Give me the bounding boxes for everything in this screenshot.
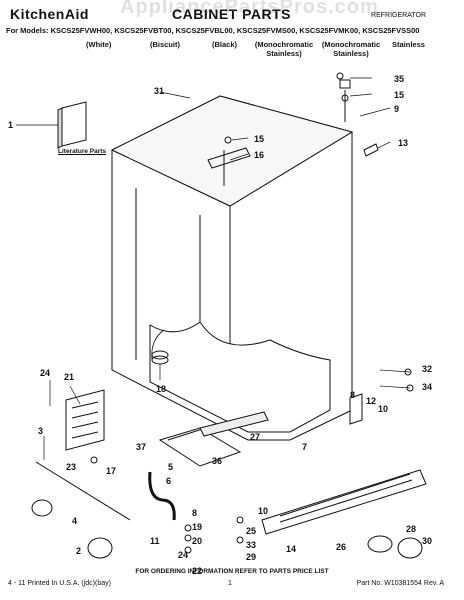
variant-label: (Biscuit)	[150, 40, 180, 49]
callout-16: 16	[254, 150, 265, 160]
screw	[341, 94, 349, 102]
callout-17: 17	[106, 466, 117, 476]
drain-tube	[148, 471, 176, 521]
callout-8: 8	[350, 390, 356, 400]
callout-27: 27	[250, 432, 261, 442]
callout-29: 29	[246, 552, 257, 562]
product-type: REFRIGERATOR	[371, 12, 426, 19]
screw	[90, 456, 98, 464]
page-number: 1	[228, 580, 232, 587]
models-line: For Models: KSCS25FVWH00, KSCS25FVBT00, …	[6, 26, 420, 35]
bottom-hinge	[31, 499, 113, 559]
callout-1: 1	[8, 120, 14, 130]
screw	[184, 546, 192, 554]
callout-11: 11	[150, 536, 160, 546]
callout-15: 15	[254, 134, 265, 144]
level-rod	[35, 461, 131, 521]
callout-32: 32	[422, 364, 433, 374]
screw	[336, 72, 344, 80]
callout-28: 28	[406, 524, 417, 534]
callout-10: 10	[258, 506, 269, 516]
callout-5: 5	[168, 462, 174, 472]
callout-20: 20	[192, 536, 203, 546]
callout-31: 31	[154, 86, 165, 96]
print-info: 4 - 11 Printed In U.S.A. (jdc)(bay)	[8, 580, 111, 587]
callout-23: 23	[66, 462, 77, 472]
toe-grille	[261, 469, 427, 535]
part-number: Part No. W10381554 Rev. A	[356, 580, 444, 587]
callout-24: 24	[40, 368, 51, 378]
screw	[236, 536, 244, 544]
callout-14: 14	[286, 544, 297, 554]
callout-21: 21	[64, 372, 75, 382]
callout-22: 22	[192, 566, 203, 576]
side-bracket	[349, 393, 363, 425]
literature-parts-booklet	[57, 101, 87, 149]
variant-label: (Black)	[212, 40, 238, 49]
callout-7: 7	[302, 442, 308, 452]
callout-36: 36	[212, 456, 223, 466]
callout-26: 26	[336, 542, 347, 552]
watermark: AppliancePartsPros.com	[120, 0, 379, 18]
callout-35: 35	[394, 74, 405, 84]
callout-25: 25	[246, 526, 257, 536]
screw	[184, 534, 192, 542]
screw	[224, 136, 232, 144]
callout-8: 8	[192, 508, 198, 518]
callout-37: 37	[136, 442, 147, 452]
callout-4: 4	[72, 516, 78, 526]
callout-33: 33	[246, 540, 257, 550]
callout-3: 3	[38, 426, 44, 436]
variant-label: (Monochromatic Stainless)	[254, 40, 314, 58]
callout-34: 34	[422, 382, 433, 392]
variant-label: Stainless	[392, 40, 425, 49]
callout-15: 15	[394, 90, 405, 100]
callout-10: 10	[378, 404, 389, 414]
brand-title: KitchenAid	[10, 6, 89, 22]
screw	[184, 524, 192, 532]
screw	[236, 516, 244, 524]
callout-9: 9	[394, 104, 400, 114]
callout-6: 6	[166, 476, 172, 486]
callout-12: 12	[366, 396, 377, 406]
callout-2: 2	[76, 546, 82, 556]
page-title: CABINET PARTS	[172, 6, 292, 22]
callout-18: 18	[156, 384, 167, 394]
hinge-cap	[363, 143, 379, 157]
top-bracket	[207, 147, 251, 186]
callout-24: 24	[178, 550, 189, 560]
variant-label: (White)	[86, 40, 112, 49]
callout-13: 13	[398, 138, 409, 148]
front-bracket	[199, 411, 269, 437]
callout-19: 19	[192, 522, 203, 532]
ordering-info: FOR ORDERING INFORMATION REFER TO PARTS …	[135, 568, 329, 575]
roller-assembly	[367, 535, 423, 559]
variant-label: (Monochromatic Stainless)	[321, 40, 381, 58]
callout-30: 30	[422, 536, 433, 546]
literature-parts-label: Literature Parts	[58, 148, 107, 155]
rear-access-panel	[65, 389, 105, 451]
drain-pan	[158, 425, 242, 467]
